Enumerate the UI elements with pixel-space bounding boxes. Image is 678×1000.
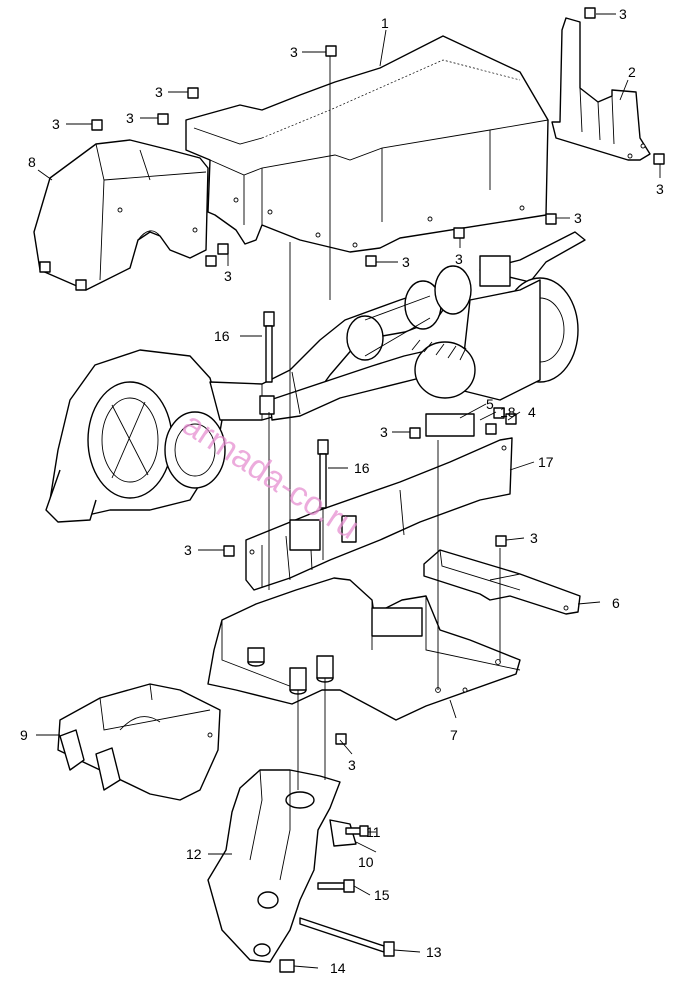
callout-16: 16 <box>354 460 370 476</box>
lower-cover-part-9 <box>57 683 221 801</box>
callout-10: 10 <box>358 854 374 870</box>
callout-18: 18 <box>500 404 516 420</box>
bolt-part-3-set <box>91 7 665 745</box>
callout-15: 15 <box>374 887 390 903</box>
callout-3: 3 <box>184 542 192 558</box>
callout-11: 11 <box>366 824 381 840</box>
callout-12: 12 <box>186 846 202 862</box>
mounting-bracket-part-12 <box>207 769 357 963</box>
bolt-part-16-upper <box>259 311 275 415</box>
callout-3: 3 <box>224 268 232 284</box>
callout-3: 3 <box>402 254 410 270</box>
alignment-lines <box>268 56 501 790</box>
heat-shield-part-1 <box>185 35 549 253</box>
callout-16: 16 <box>214 328 230 344</box>
bolt-part-14 <box>279 959 295 973</box>
callout-3: 3 <box>348 757 356 773</box>
leader-lines <box>36 13 661 969</box>
base-bracket-part-7 <box>207 577 521 721</box>
callout-3: 3 <box>656 181 664 197</box>
callout-3: 3 <box>455 251 463 267</box>
callout-2: 2 <box>628 64 636 80</box>
callout-3: 3 <box>155 84 163 100</box>
callout-3: 3 <box>290 44 298 60</box>
bolt-part-15 <box>317 879 355 893</box>
callout-3: 3 <box>126 110 134 126</box>
callout-5: 5 <box>486 396 494 412</box>
callout-17: 17 <box>538 454 554 470</box>
callout-3: 3 <box>380 424 388 440</box>
side-bracket-part-6 <box>423 549 581 615</box>
callout-3: 3 <box>530 530 538 546</box>
exhaust-crossover-pipe <box>209 289 451 421</box>
callout-3: 3 <box>52 116 60 132</box>
bracket-part-2 <box>551 17 651 161</box>
cover-part-8 <box>33 139 209 291</box>
bolt-part-11 <box>345 825 369 837</box>
callout-3: 3 <box>574 210 582 226</box>
callout-9: 9 <box>20 727 28 743</box>
turbocharger-right <box>346 231 586 401</box>
turbocharger-left <box>45 349 226 523</box>
callout-6: 6 <box>612 595 620 611</box>
callout-labels: 1 2 3 3 3 3 3 8 3 3 3 3 3 16 16 5 18 4 1… <box>20 6 664 976</box>
callout-1: 1 <box>381 15 389 31</box>
bolt-part-13 <box>299 917 395 957</box>
callout-7: 7 <box>450 727 458 743</box>
callout-3: 3 <box>619 6 627 22</box>
callout-13: 13 <box>426 944 442 960</box>
callout-4: 4 <box>528 404 536 420</box>
heat-shield-part-17 <box>245 413 513 591</box>
callout-8: 8 <box>28 154 36 170</box>
callout-14: 14 <box>330 960 346 976</box>
